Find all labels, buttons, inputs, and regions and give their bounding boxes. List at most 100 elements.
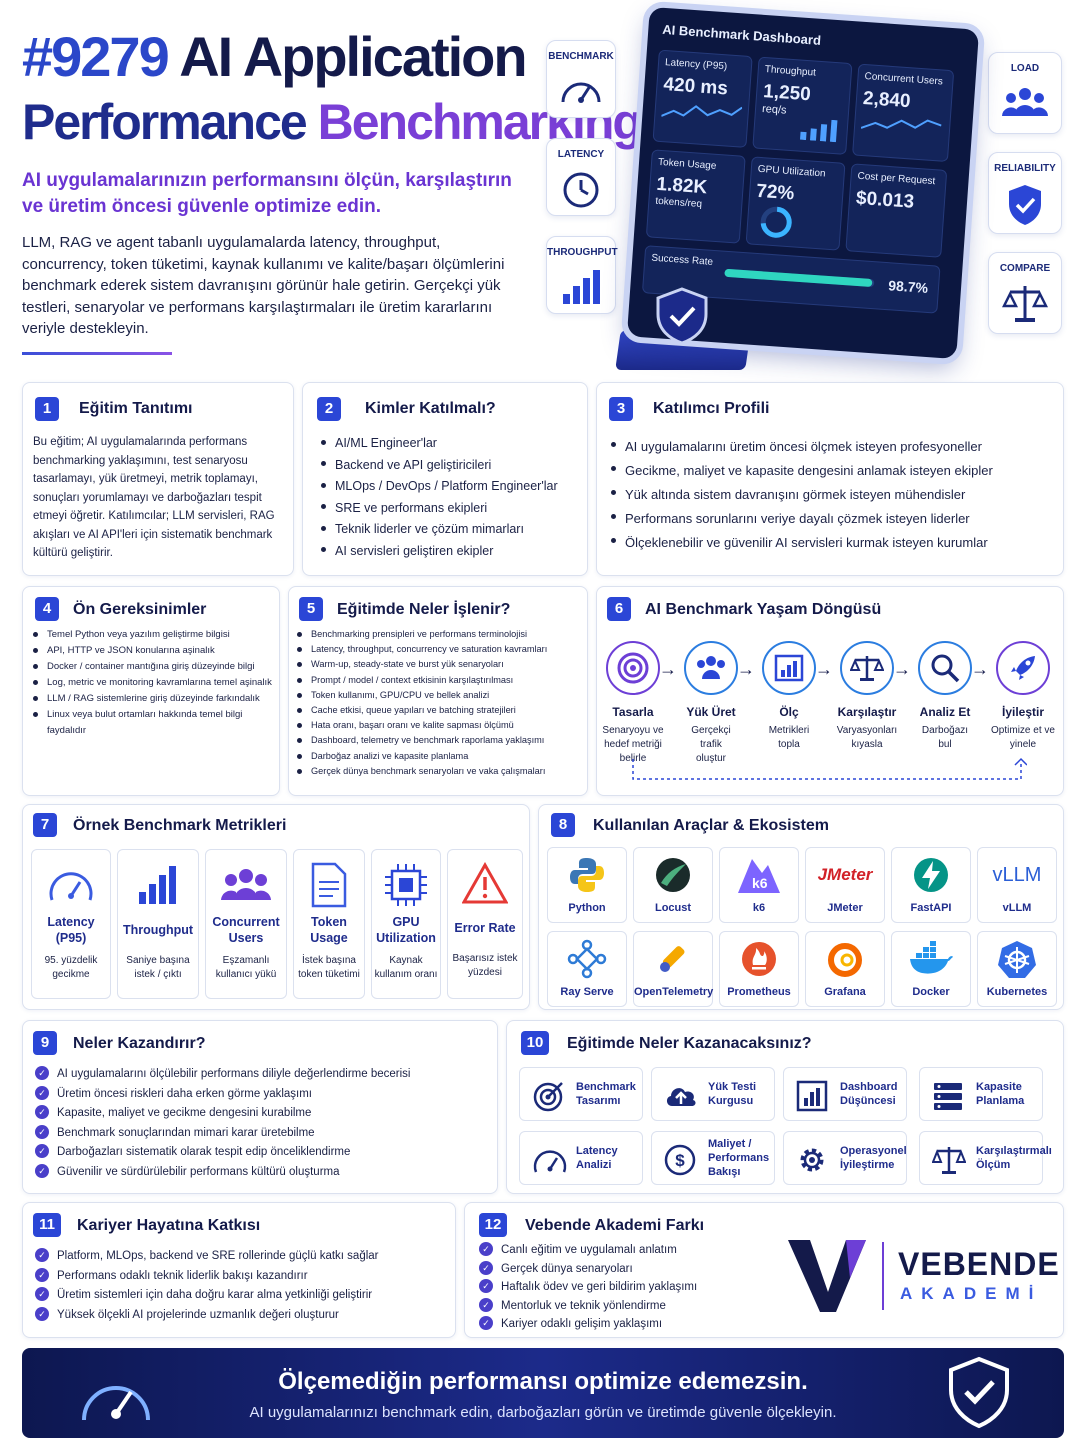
list-item: Hata oranı, başarı oranı ve kalite sapma… bbox=[297, 718, 585, 733]
section-number: 9 bbox=[33, 1031, 57, 1055]
python-icon bbox=[570, 858, 604, 892]
tool-name: OpenTelemetry bbox=[634, 986, 714, 998]
list-item: Üretim öncesi riskleri daha erken görme … bbox=[35, 1085, 495, 1105]
scale-icon bbox=[1002, 286, 1048, 322]
section-number: 8 bbox=[551, 813, 575, 837]
kubernetes-icon bbox=[998, 941, 1036, 978]
dollar-icon: $ bbox=[664, 1144, 696, 1176]
gain-card: Benchmark Tasarımı bbox=[519, 1067, 643, 1121]
list-item: Platform, MLOps, backend ve SRE rollerin… bbox=[35, 1247, 455, 1267]
section-metrics: 7 Örnek Benchmark Metrikleri Latency (P9… bbox=[22, 804, 530, 1010]
difference-list: Canlı eğitim ve uygulamalı anlatım Gerçe… bbox=[479, 1241, 779, 1334]
throughput-label: THROUGHPUT bbox=[547, 247, 618, 258]
tool-locust: Locust bbox=[633, 847, 713, 923]
section-career: 11 Kariyer Hayatına Katkısı Platform, ML… bbox=[22, 1202, 456, 1338]
section-title: Kullanılan Araçlar & Ekosistem bbox=[593, 817, 829, 834]
metric-desc: Kaynak kullanım oranı bbox=[374, 955, 438, 980]
loop-arrow bbox=[632, 757, 1027, 780]
metric-name: GPU Utilization bbox=[376, 915, 436, 945]
list-item: Yüksek ölçekli AI projelerinde uzmanlık … bbox=[35, 1306, 455, 1326]
section-difference: 12 Vebende Akademi Farkı Canlı eğitim ve… bbox=[464, 1202, 1064, 1338]
bars-icon bbox=[139, 866, 176, 904]
scale-icon bbox=[840, 641, 894, 695]
section-title: Neler Kazandırır? bbox=[73, 1035, 206, 1052]
success-fill bbox=[724, 268, 873, 288]
list-item: Yük altında sistem davranışını görmek is… bbox=[611, 483, 1051, 507]
section-title: Eğitimde Neler İşlenir? bbox=[337, 601, 511, 618]
logo-divider bbox=[882, 1242, 884, 1310]
latency-label: LATENCY bbox=[557, 149, 605, 160]
reliability-badge: RELIABILITY bbox=[988, 152, 1062, 234]
k6-icon: k6 bbox=[738, 859, 780, 893]
benchmark-dashboard: AI Benchmark Dashboard Latency (P95) 420… bbox=[626, 6, 980, 360]
target-icon bbox=[533, 1082, 563, 1112]
step-desc: Metrikleri topla bbox=[768, 725, 810, 750]
title-text-2a: Performance bbox=[22, 94, 308, 150]
docker-icon bbox=[910, 941, 953, 974]
step-name: Karşılaştır bbox=[837, 705, 897, 719]
latency-tile: Latency (P95) 420 ms bbox=[652, 49, 753, 148]
list-item: Gerçek dünya senaryoları bbox=[479, 1260, 779, 1279]
metric-card: Concurrent Users Eşzamanlı kullanıcı yük… bbox=[205, 849, 287, 999]
list-item: Canlı eğitim ve uygulamalı anlatım bbox=[479, 1241, 779, 1260]
lifecycle-step: Karşılaştır Varyasyonları kıyasla bbox=[807, 641, 927, 752]
gain-label: Latency Analizi bbox=[576, 1145, 618, 1171]
section-title: Örnek Benchmark Metrikleri bbox=[73, 817, 287, 834]
section-number: 10 bbox=[521, 1031, 549, 1055]
section-number: 6 bbox=[607, 597, 631, 621]
target-icon bbox=[606, 641, 660, 695]
metric-name: Error Rate bbox=[454, 921, 516, 935]
tool-ray-serve: Ray Serve bbox=[547, 931, 627, 1007]
metric-desc: İstek başına token tüketimi bbox=[298, 955, 360, 980]
gpu-tile-value: 72% bbox=[755, 180, 795, 205]
list-item: Darboğaz analizi ve kapasite planlama bbox=[297, 749, 585, 764]
metric-card: Latency (P95) 95. yüzdelik gecikme bbox=[31, 849, 111, 999]
gain-card: $Maliyet / Performans Bakışı bbox=[651, 1131, 775, 1185]
arrow-right-icon: → bbox=[815, 659, 833, 679]
tool-name: Docker bbox=[912, 986, 950, 998]
list-item: AI uygulamalarını üretim öncesi ölçmek i… bbox=[611, 435, 1051, 459]
section-prerequisites: 4 Ön Gereksinimler Temel Python veya yaz… bbox=[22, 586, 280, 796]
step-name: İyileştir bbox=[1001, 705, 1045, 719]
section-intro: 1 Eğitim Tanıtımı Bu eğitim; AI uygulama… bbox=[22, 382, 294, 576]
section-number: 11 bbox=[33, 1213, 61, 1237]
profile-list: AI uygulamalarını üretim öncesi ölçmek i… bbox=[611, 435, 1051, 555]
users-tile: Concurrent Users 2,840 bbox=[852, 63, 955, 163]
title-text-1: AI Application bbox=[179, 25, 527, 88]
users-icon bbox=[684, 641, 738, 695]
list-item: Performans odaklı teknik liderlik bakışı… bbox=[35, 1267, 455, 1287]
chip-icon bbox=[385, 864, 427, 906]
search-icon bbox=[918, 641, 972, 695]
fastapi-icon bbox=[914, 858, 948, 892]
section-title: Vebende Akademi Farkı bbox=[525, 1217, 705, 1234]
tool-grafana: Grafana bbox=[805, 931, 885, 1007]
arrow-right-icon: → bbox=[659, 659, 677, 679]
list-item: Log, metric ve monitoring kavramlarına t… bbox=[33, 675, 277, 691]
chart-icon bbox=[796, 1080, 828, 1112]
compare-label: COMPARE bbox=[999, 263, 1051, 274]
list-item: Latency, throughput, concurrency ve satu… bbox=[297, 642, 585, 657]
metric-name: Latency (P95) bbox=[47, 915, 95, 945]
throughput-bars bbox=[800, 119, 838, 143]
lifecycle-step: Tasarla Senaryoyu ve hedef metriği belir… bbox=[573, 641, 693, 766]
gpu-tile: GPU Utilization 72% bbox=[745, 156, 846, 251]
step-desc: Darboğazı bul bbox=[921, 725, 969, 750]
section-title: Katılımcı Profili bbox=[653, 400, 770, 417]
gpu-tile-label: GPU Utilization bbox=[757, 163, 826, 180]
gpu-donut bbox=[760, 206, 792, 238]
token-tile: Token Usage 1.82K tokens/req bbox=[645, 149, 746, 244]
cost-tile-value: $0.013 bbox=[855, 187, 915, 213]
section-number: 3 bbox=[609, 397, 633, 421]
list-item: LLM / RAG sistemlerine giriş düzeyinde f… bbox=[33, 691, 277, 707]
lifecycle-step: Analiz Et Darboğazı bul bbox=[885, 641, 1005, 752]
tool-fastapi: FastAPI bbox=[891, 847, 971, 923]
metric-name: Token Usage bbox=[310, 915, 348, 945]
tool-prometheus: Prometheus bbox=[719, 931, 799, 1007]
metric-card: Throughput Saniye başına istek / çıktı bbox=[117, 849, 199, 999]
list-item: Temel Python veya yazılım geliştirme bil… bbox=[33, 627, 277, 643]
intro-description: Bu eğitim; AI uygulamalarında performans… bbox=[33, 436, 275, 559]
reliability-label: RELIABILITY bbox=[994, 163, 1056, 174]
list-item: Token kullanımı, GPU/CPU ve bellek anali… bbox=[297, 688, 585, 703]
